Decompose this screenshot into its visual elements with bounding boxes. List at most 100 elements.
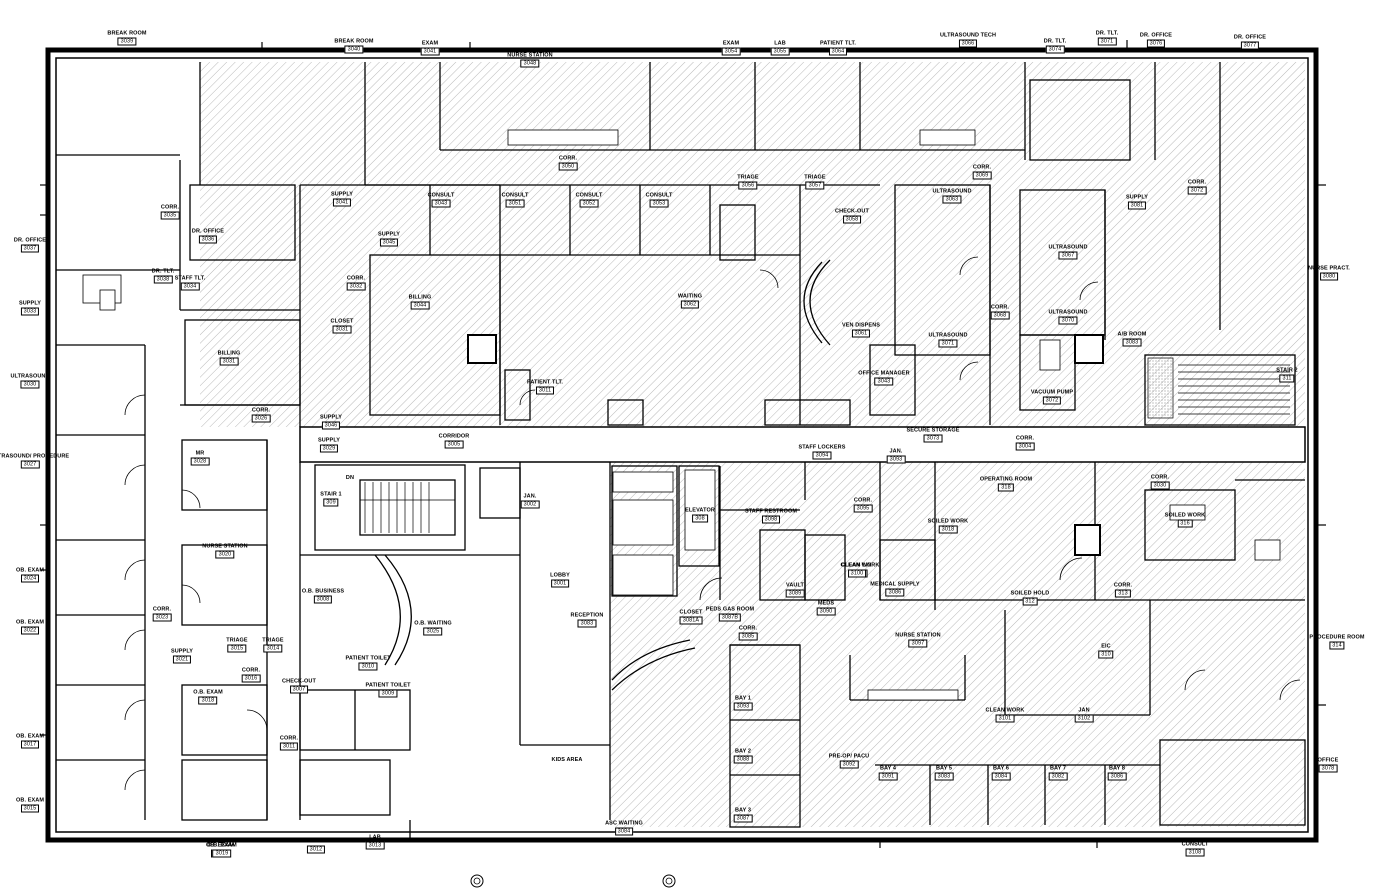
room-number: 3083 <box>1122 338 1142 347</box>
room-number: 3028 <box>190 457 210 466</box>
room-number: 3031 <box>219 357 239 366</box>
room-label: CORR.3068 <box>990 305 1010 320</box>
room-number: 3098 <box>761 515 781 524</box>
room-name: ULTRASOUND TECH <box>939 32 997 39</box>
room-number: 3101 <box>995 714 1015 723</box>
room-name: CORRIDOR <box>438 433 470 440</box>
room-number: 3085 <box>738 632 758 641</box>
room-label: CORR.3004 <box>1015 436 1035 451</box>
room-number: 3035 <box>160 211 180 220</box>
room-number: 3067 <box>1058 251 1078 260</box>
room-name: SUPPLY <box>330 191 354 198</box>
room-name: CORR. <box>279 735 299 742</box>
room-name: CORR. <box>853 497 873 504</box>
room-number: 3061 <box>851 329 871 338</box>
room-name: DR. TLT. <box>1095 30 1119 37</box>
room-name: DR. OFFICE <box>1233 34 1267 41</box>
room-name: CORR. <box>152 606 172 613</box>
room-name: SUPPLY <box>319 414 343 421</box>
room-name: NURSE PRACT. <box>1308 265 1350 272</box>
room-label: CORR.3011 <box>279 735 299 751</box>
room-number: 3084 <box>614 827 634 836</box>
room-name: BAY 7 <box>1049 765 1067 772</box>
room-number: 3010 <box>358 662 378 671</box>
room-number: 3015 <box>227 644 247 653</box>
room-number: 3023 <box>152 613 172 622</box>
room-number: 3100 <box>847 569 867 578</box>
room-number: 3008 <box>313 595 333 604</box>
room-number: 3005 <box>444 440 464 449</box>
room-number: 3052 <box>579 199 599 208</box>
room-number: 3082 <box>1048 772 1068 781</box>
room-number: 3057 <box>805 181 825 190</box>
room-name: CORR. <box>160 204 180 211</box>
room-number: 3015 <box>20 804 40 813</box>
room-name: CORR. <box>241 667 261 674</box>
room-label: CORR.3026 <box>251 408 271 423</box>
room-label: DR. TLT.3038 <box>152 269 174 284</box>
room-name: NURSE STATION <box>202 543 248 550</box>
room-number: 3045 <box>379 238 399 247</box>
room-number: 3044 <box>410 301 430 310</box>
room-name: RECEPTION <box>570 612 604 619</box>
room-name: ULTRASOUND <box>1048 244 1088 251</box>
room-number: 3033 <box>20 307 40 316</box>
room-name: CLEAN WORK <box>985 707 1025 714</box>
room-number: 3011 <box>279 742 299 751</box>
room-number: 3078 <box>1318 764 1338 773</box>
room-label: STAFF TLT.3034 <box>175 276 205 291</box>
room-name: BILLING <box>217 350 241 357</box>
room-name: BAY 4 <box>879 765 897 772</box>
room-name: STAIR 1 <box>320 491 342 498</box>
room-name: SECURE STORAGE <box>906 427 960 434</box>
room-name: PATIENT TLT. <box>819 40 857 47</box>
room-name: ASC WAITING <box>605 820 643 827</box>
room-name: SUPPLY <box>170 648 194 655</box>
room-name: TRIAGE <box>226 637 248 644</box>
room-number: 3029 <box>319 444 339 453</box>
door-swings <box>124 256 1301 791</box>
room-number: 3091 <box>878 772 898 781</box>
room-label: CLEAN LIN.3100 <box>841 563 873 578</box>
room-label: CORR.3095 <box>853 497 873 513</box>
room-name: SOILED WORK <box>927 518 969 525</box>
room-number: 3041 <box>420 47 440 56</box>
room-label: DR. TLT.3074 <box>1044 39 1066 54</box>
room-number: 3020 <box>215 550 235 559</box>
room-name: VEN DISPENS <box>841 322 881 329</box>
room-number: 3083 <box>577 619 597 628</box>
room-number: 3043 <box>431 199 451 208</box>
room-number: 3058 <box>842 215 862 224</box>
room-number: 3038 <box>153 275 173 284</box>
room-number: 3076 <box>1146 39 1166 48</box>
room-name: STAFF LOCKERS <box>798 444 846 451</box>
room-name: CLEAN LIN. <box>841 562 873 569</box>
room-name: EXAM <box>421 40 439 47</box>
